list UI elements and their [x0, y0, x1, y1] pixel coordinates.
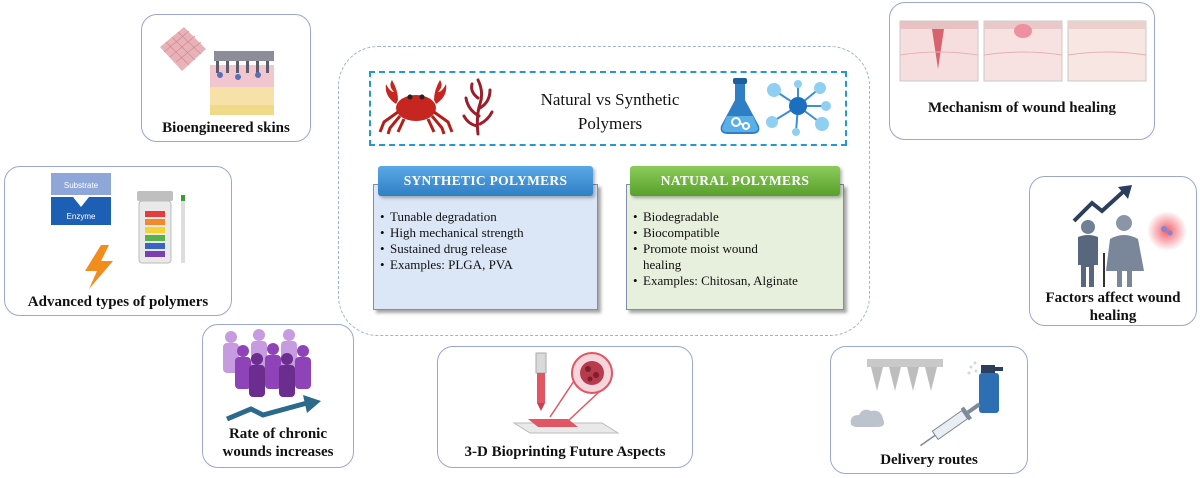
natural-polymers-panel: Biodegradable Biocompatible Promote mois… [626, 184, 844, 310]
substrate-text: Substrate [64, 181, 99, 190]
list-item: Promote moist wound healing [633, 241, 793, 273]
diagram-title: Natural vs Synthetic Polymers [540, 90, 680, 133]
card-3d-bioprinting: 3-D Bioprinting Future Aspects [437, 346, 693, 468]
synthetic-header: SYNTHETIC POLYMERS [378, 166, 593, 196]
card-label: Rate of chronic wounds increases [222, 426, 334, 460]
rising-arrow-icon [226, 395, 321, 422]
enzyme-text: Enzyme [67, 212, 96, 221]
natural-list: Biodegradable Biocompatible Promote mois… [633, 209, 839, 289]
test-strip-icon [137, 191, 185, 264]
list-item: High mechanical strength [380, 225, 524, 241]
card-bioengineered-skins: Bioengineered skins [141, 14, 311, 142]
bioprinter-icon [512, 352, 620, 434]
spray-bottle-icon [967, 361, 1003, 413]
microneedle-icon [867, 359, 943, 391]
title-box [369, 71, 847, 146]
skin-layers-icon [210, 51, 274, 115]
list-item: Sustained drug release [380, 241, 524, 257]
elderly-people-icon [1078, 215, 1144, 287]
card-factors-wound-healing: Factors affect wound healing [1029, 176, 1197, 326]
trend-arrow-icon [1072, 185, 1132, 223]
list-item: Biocompatible [633, 225, 839, 241]
list-item: Tunable degradation [380, 209, 524, 225]
card-label: Bioengineered skins [162, 120, 290, 136]
crab-icon [378, 80, 454, 135]
card-label: 3-D Bioprinting Future Aspects [464, 444, 666, 460]
seaweed-icon [462, 78, 494, 136]
natural-header: NATURAL POLYMERS [630, 166, 840, 196]
card-label: Mechanism of wound healing [928, 100, 1116, 116]
list-item: Biodegradable [633, 209, 839, 225]
card-chronic-wounds: Rate of chronic wounds increases [202, 324, 354, 468]
central-panel [338, 46, 870, 336]
skin-patch-icon [160, 27, 206, 71]
card-delivery-routes: Delivery routes [830, 346, 1028, 474]
wound-stages-icon [899, 20, 1147, 82]
card-mechanism-wound-healing: Mechanism of wound healing [889, 2, 1155, 140]
list-item: Examples: PLGA, PVA [380, 257, 524, 273]
synthetic-polymers-panel: Tunable degradation High mechanical stre… [373, 184, 598, 310]
synthetic-list: Tunable degradation High mechanical stre… [380, 209, 524, 273]
substrate-enzyme-icon: Substrate Enzyme [51, 173, 111, 225]
gel-icon [850, 409, 885, 427]
syringe-icon [920, 402, 981, 447]
flask-icon [720, 78, 760, 134]
crowd-icon [223, 329, 311, 397]
card-label: Advanced types of polymers [27, 294, 209, 310]
list-item: Examples: Chitosan, Alginate [633, 273, 839, 289]
card-label: Factors affect wound healing [1045, 290, 1181, 324]
card-advanced-polymers: Substrate Enzyme Advanced types of polym… [4, 166, 232, 316]
bacteria-icon [1147, 211, 1187, 251]
lightning-icon [85, 245, 113, 289]
molecule-icon [766, 80, 831, 136]
card-label: Delivery routes [880, 452, 978, 468]
